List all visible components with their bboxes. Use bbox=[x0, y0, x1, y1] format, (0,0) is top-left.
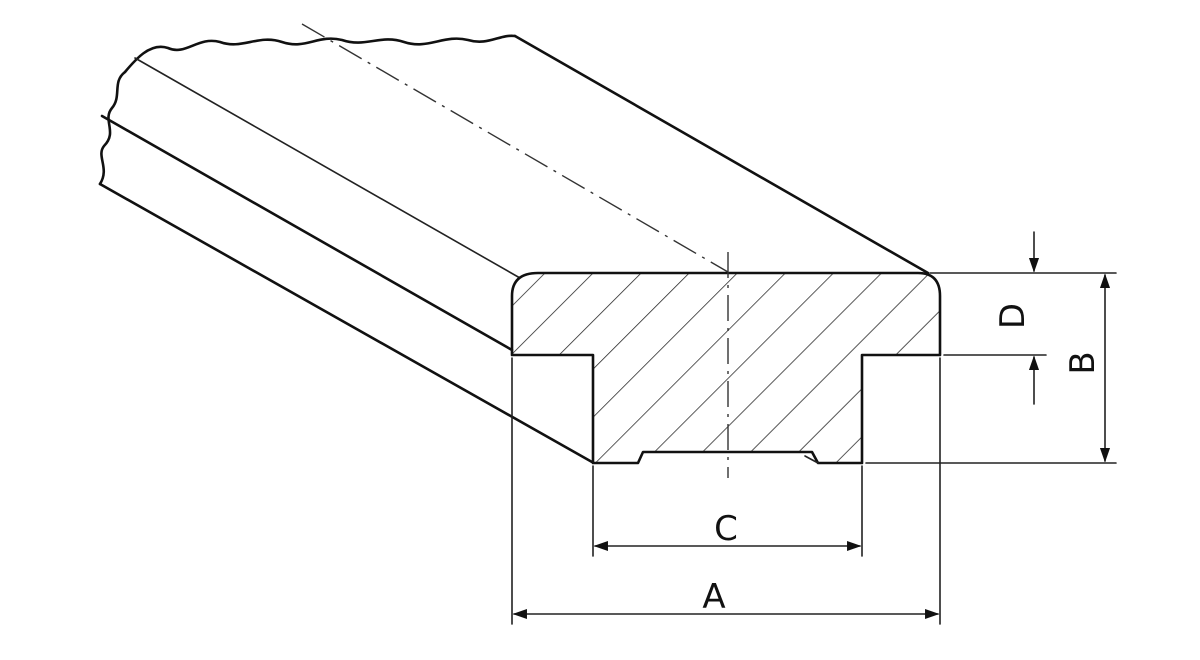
break-line-top bbox=[123, 34, 517, 74]
label-d: D bbox=[993, 303, 1033, 329]
strip-top-near-edge bbox=[134, 57, 521, 279]
strip-centerline bbox=[301, 23, 729, 273]
strip-bottom-edge bbox=[98, 182, 594, 464]
break-line-side bbox=[98, 70, 127, 186]
label-c: C bbox=[714, 509, 738, 549]
strip-top-far-edge bbox=[513, 34, 930, 275]
section-hatch bbox=[512, 273, 940, 463]
groove-lip-line bbox=[804, 455, 819, 464]
section-outline bbox=[510, 271, 942, 465]
label-a: A bbox=[702, 577, 725, 617]
label-b: B bbox=[1063, 351, 1103, 374]
strip-shoulder-edge bbox=[100, 114, 514, 352]
